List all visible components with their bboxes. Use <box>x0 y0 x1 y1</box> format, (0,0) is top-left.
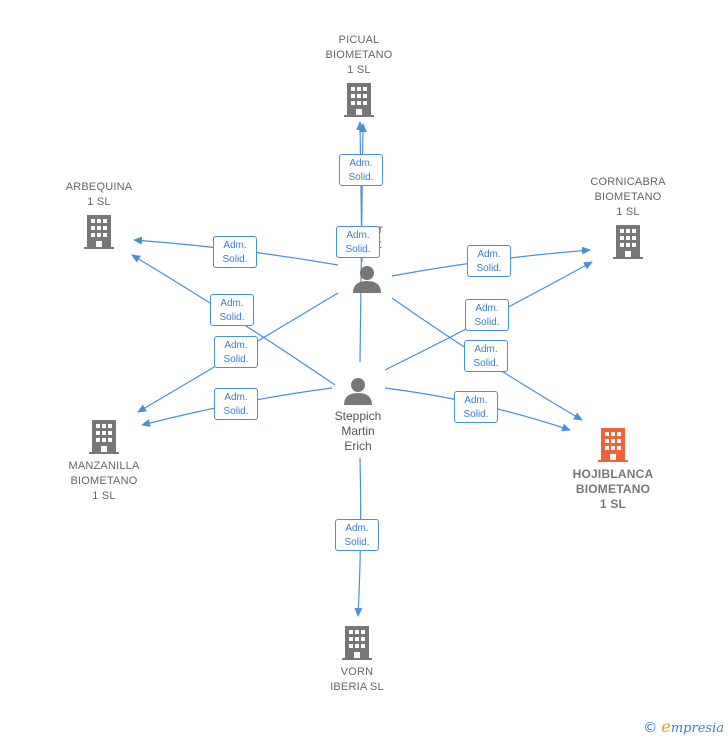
node-vorn[interactable]: VORN IBERIA SL <box>307 626 407 695</box>
node-person-steppich[interactable]: Steppich Martin Erich <box>318 377 398 454</box>
building-icon <box>84 215 114 249</box>
node-hojiblanca[interactable]: HOJIBLANCA BIOMETANO 1 SL <box>561 428 665 512</box>
building-icon <box>344 83 374 117</box>
edge-label[interactable]: Adm.Solid. <box>339 154 383 186</box>
node-arbequina[interactable]: ARBEQUINA 1 SL <box>49 180 149 249</box>
company-label: VORN IBERIA SL <box>330 666 384 693</box>
building-icon <box>89 420 119 454</box>
company-label: ARBEQUINA 1 SL <box>65 181 133 208</box>
edge-label[interactable]: Adm.Solid. <box>467 245 511 277</box>
company-label: HOJIBLANCA BIOMETANO 1 SL <box>572 467 654 511</box>
building-icon <box>613 225 643 259</box>
copyright-icon: © <box>643 720 658 736</box>
edge-label[interactable]: Adm.Solid. <box>214 388 258 420</box>
edge-label[interactable]: Adm.Solid. <box>213 236 257 268</box>
building-icon <box>342 626 372 660</box>
edge-label[interactable]: Adm.Solid. <box>210 294 254 326</box>
edge-label[interactable]: Adm.Solid. <box>336 226 380 258</box>
building-icon-highlighted <box>598 428 628 462</box>
empresia-logo[interactable]: © empresia <box>643 717 724 736</box>
node-manzanilla[interactable]: MANZANILLA BIOMETANO 1 SL <box>54 420 154 504</box>
edge-label[interactable]: Adm.Solid. <box>335 519 379 551</box>
node-cornicabra[interactable]: CORNICABRA BIOMETANO 1 SL <box>578 175 678 259</box>
company-label: PICUAL BIOMETANO 1 SL <box>325 34 393 76</box>
person-label: Steppich Martin Erich <box>334 409 382 453</box>
company-label: MANZANILLA BIOMETANO 1 SL <box>68 460 140 502</box>
edge-label[interactable]: Adm.Solid. <box>465 299 509 331</box>
company-label: CORNICABRA BIOMETANO 1 SL <box>590 176 666 218</box>
edge-label[interactable]: Adm.Solid. <box>214 336 258 368</box>
node-picual[interactable]: PICUAL BIOMETANO 1 SL <box>309 33 409 117</box>
person-icon[interactable] <box>352 265 382 293</box>
edge-label[interactable]: Adm.Solid. <box>454 391 498 423</box>
edge-label[interactable]: Adm.Solid. <box>464 340 508 372</box>
person-icon <box>343 377 373 405</box>
